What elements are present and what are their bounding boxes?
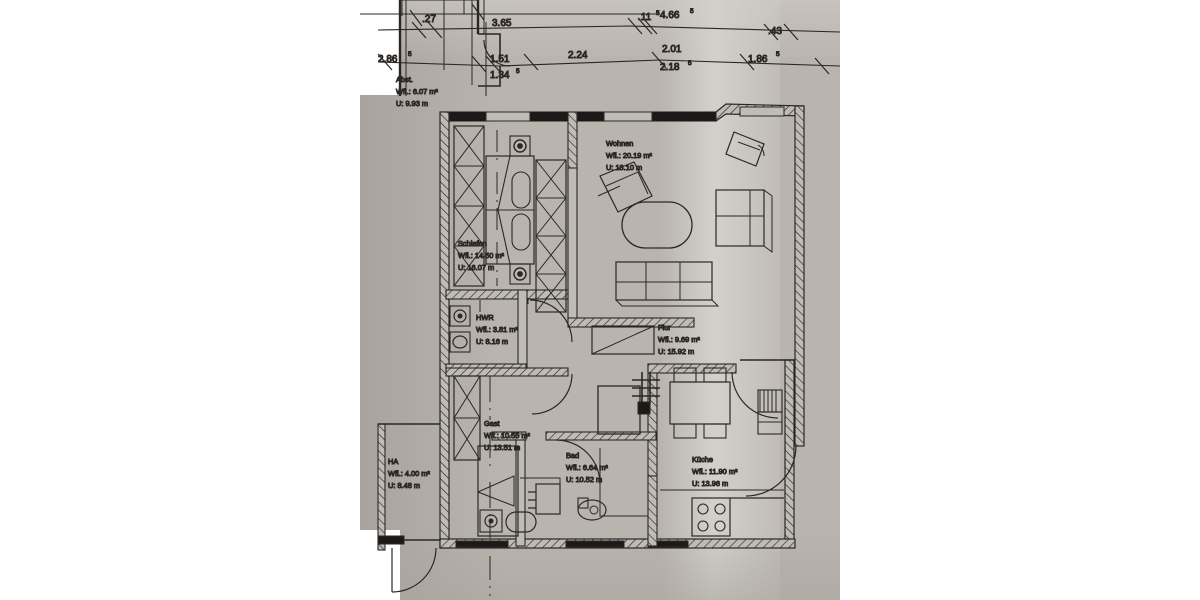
washing-machine-icon: [449, 331, 471, 353]
gast-perimeter: U: 13.51 m: [484, 443, 520, 452]
fixtures-wohnen: [597, 131, 773, 307]
interior-walls: [445, 111, 737, 547]
dim-top-5: .43: [768, 26, 782, 37]
abst-perimeter: U: 9.93 m: [396, 99, 428, 108]
hwr-name: HWR: [476, 313, 494, 322]
schlafen-perimeter: U: 16.07 m: [458, 263, 494, 272]
dim-bot-6-sup: 5: [688, 60, 692, 67]
abst-area: Wfl.: 6.07 m²: [396, 87, 438, 96]
wardrobe-right-icon: [535, 159, 567, 313]
radiator-icon: [632, 372, 660, 404]
boiler-icon: [449, 305, 471, 327]
floor-plan-photo: .27 3.65 .11 5 4.66 5 .43 2.86 5 1.51 1.…: [360, 0, 840, 600]
hwr-area: Wfl.: 3.81 m²: [476, 325, 518, 334]
shower-icon: [597, 385, 651, 435]
dim-bot-5: 2.01: [662, 44, 682, 55]
dim-top-2: 3.65: [492, 18, 512, 29]
ceiling-lamp-icon: [509, 135, 531, 157]
bad-area: Wfl.: 6.64 m²: [566, 463, 608, 472]
kueche-area: Wfl.: 11.90 m²: [692, 467, 738, 476]
dimension-chains: [360, 0, 840, 96]
wash-basin-icon: [479, 509, 537, 533]
dim-top-4: 4.66: [660, 10, 680, 21]
kitchen-counter-icon: [660, 489, 784, 499]
dim-bot-1-sup: 5: [408, 51, 412, 58]
room-label-hwr: HWR Wfl.: 3.81 m² U: 8.16 m: [476, 313, 519, 347]
dim-top-3: .11: [638, 12, 652, 23]
fixtures-hwr: [449, 300, 481, 353]
paper-edge-top-left: [360, 0, 400, 95]
gast-name: Gast: [484, 419, 500, 428]
bad-perimeter: U: 10.52 m: [566, 475, 602, 484]
room-label-bad: Bad Wfl.: 6.64 m² U: 10.52 m: [566, 451, 609, 485]
sideboard-icon: [725, 131, 765, 167]
schlafen-name: Schlafen: [458, 239, 487, 248]
ceiling-lamp-icon: [509, 263, 531, 285]
sideboard-icon: [591, 325, 655, 355]
wohnen-area: Wfl.: 20.19 m²: [606, 151, 653, 160]
flur-name: Flur: [658, 323, 671, 332]
armchair-icon: [597, 161, 653, 213]
fixtures-gast: [453, 375, 537, 538]
floor-plan-drawing: .27 3.65 .11 5 4.66 5 .43 2.86 5 1.51 1.…: [360, 0, 840, 596]
room-label-kueche: Küche Wfl.: 11.90 m² U: 13.96 m: [692, 455, 739, 489]
wardrobe-left-icon: [453, 125, 485, 287]
dining-table-icon: [669, 381, 731, 425]
dim-line-lower: [377, 59, 840, 67]
dim-top-4-sup: 5: [690, 8, 694, 15]
dim-bot-3-sup: 5: [516, 68, 520, 75]
dim-bot-7: 1.86: [748, 54, 768, 65]
dimension-labels: .27 3.65 .11 5 4.66 5 .43 2.86 5 1.51 1.…: [378, 8, 783, 82]
dining-chairs-icon: [673, 367, 727, 439]
room-ha: [377, 423, 440, 593]
room-label-ha: HA Wfl.: 4.00 m² U: 8.48 m: [388, 457, 431, 491]
dim-bot-6: 2.18: [660, 62, 680, 73]
wardrobe-icon: [453, 375, 481, 461]
kueche-perimeter: U: 13.96 m: [692, 479, 728, 488]
couch-icon: [715, 189, 773, 253]
flur-perimeter: U: 15.92 m: [658, 347, 694, 356]
fixtures-flur: [531, 325, 797, 497]
room-label-wohnen: Wohnen Wfl.: 20.19 m² U: 18.10 m: [606, 139, 654, 173]
bad-name: Bad: [566, 451, 579, 460]
abst-name: Abst.: [396, 75, 413, 84]
dim-bot-4: 2.24: [568, 50, 588, 61]
three-seat-sofa-icon: [615, 261, 720, 307]
fixtures-schlafen: [453, 125, 573, 343]
gast-area: Wfl.: 10.55 m²: [484, 431, 531, 440]
wohnen-name: Wohnen: [606, 139, 633, 148]
ha-area: Wfl.: 4.00 m²: [388, 469, 430, 478]
dim-bot-1: 2.86: [378, 54, 398, 65]
double-bed-icon: [485, 155, 535, 265]
flur-area: Wfl.: 9.69 m²: [658, 335, 700, 344]
kueche-name: Küche: [692, 455, 713, 464]
bathtub-icon: [477, 445, 519, 537]
room-label-gast: Gast Wfl.: 10.55 m² U: 13.51 m: [484, 419, 532, 453]
dim-bot-7-sup: 5: [776, 51, 780, 58]
hwr-perimeter: U: 8.16 m: [476, 337, 508, 346]
toilet-icon: [577, 497, 607, 521]
dim-top-3-sup: 5: [656, 10, 660, 17]
room-abst: [398, 0, 511, 96]
ha-name: HA: [388, 457, 398, 466]
dim-top-1: .27: [422, 14, 436, 25]
ha-perimeter: U: 8.48 m: [388, 481, 420, 490]
room-label-abst: Abst. Wfl.: 6.07 m² U: 9.93 m: [396, 75, 439, 109]
fixtures-kueche: [660, 367, 784, 537]
schlafen-area: Wfl.: 14.50 m²: [458, 251, 505, 260]
wohnen-perimeter: U: 18.10 m: [606, 163, 642, 172]
building-outer-walls: [439, 103, 805, 549]
fridge-icon: [757, 389, 783, 435]
fixtures-bad: [520, 385, 651, 521]
stove-hob-icon: [691, 497, 731, 537]
room-label-schlafen: Schlafen Wfl.: 14.50 m² U: 16.07 m: [458, 239, 506, 273]
room-label-flur: Flur Wfl.: 9.69 m² U: 15.92 m: [658, 323, 701, 357]
wash-basin-icon: [520, 477, 561, 515]
coffee-table-icon: [621, 201, 693, 249]
